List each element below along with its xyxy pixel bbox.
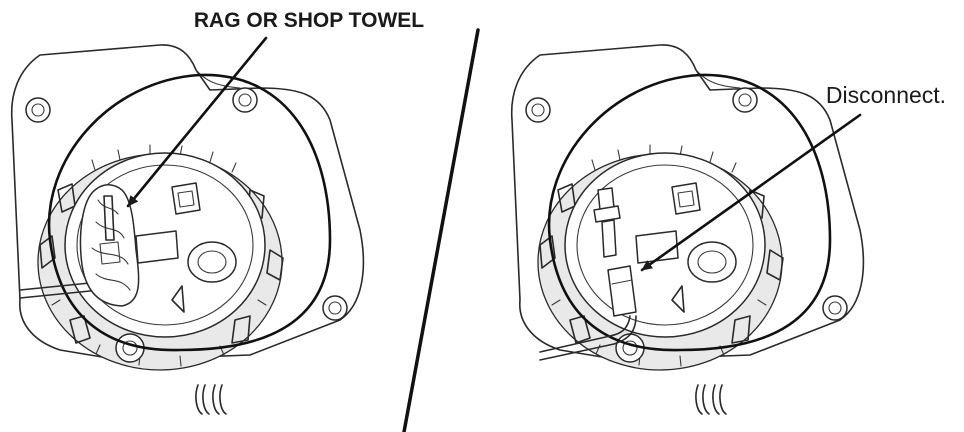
callout-rag-or-shop-towel: RAG OR SHOP TOWEL (194, 9, 424, 32)
arrow-icon (640, 113, 862, 272)
callout-disconnect: Disconnect. (826, 82, 946, 108)
right-panel: Disconnect. (510, 43, 946, 416)
left-panel: RAG OR SHOP TOWEL (10, 9, 424, 416)
fuel-pump-assembly-icon (510, 43, 865, 416)
panel-divider (402, 28, 480, 432)
connector-icon (539, 187, 637, 361)
arrow-icon (126, 36, 268, 208)
rag-covered-connector (19, 184, 140, 307)
fuel-pump-assembly-icon (10, 43, 365, 416)
